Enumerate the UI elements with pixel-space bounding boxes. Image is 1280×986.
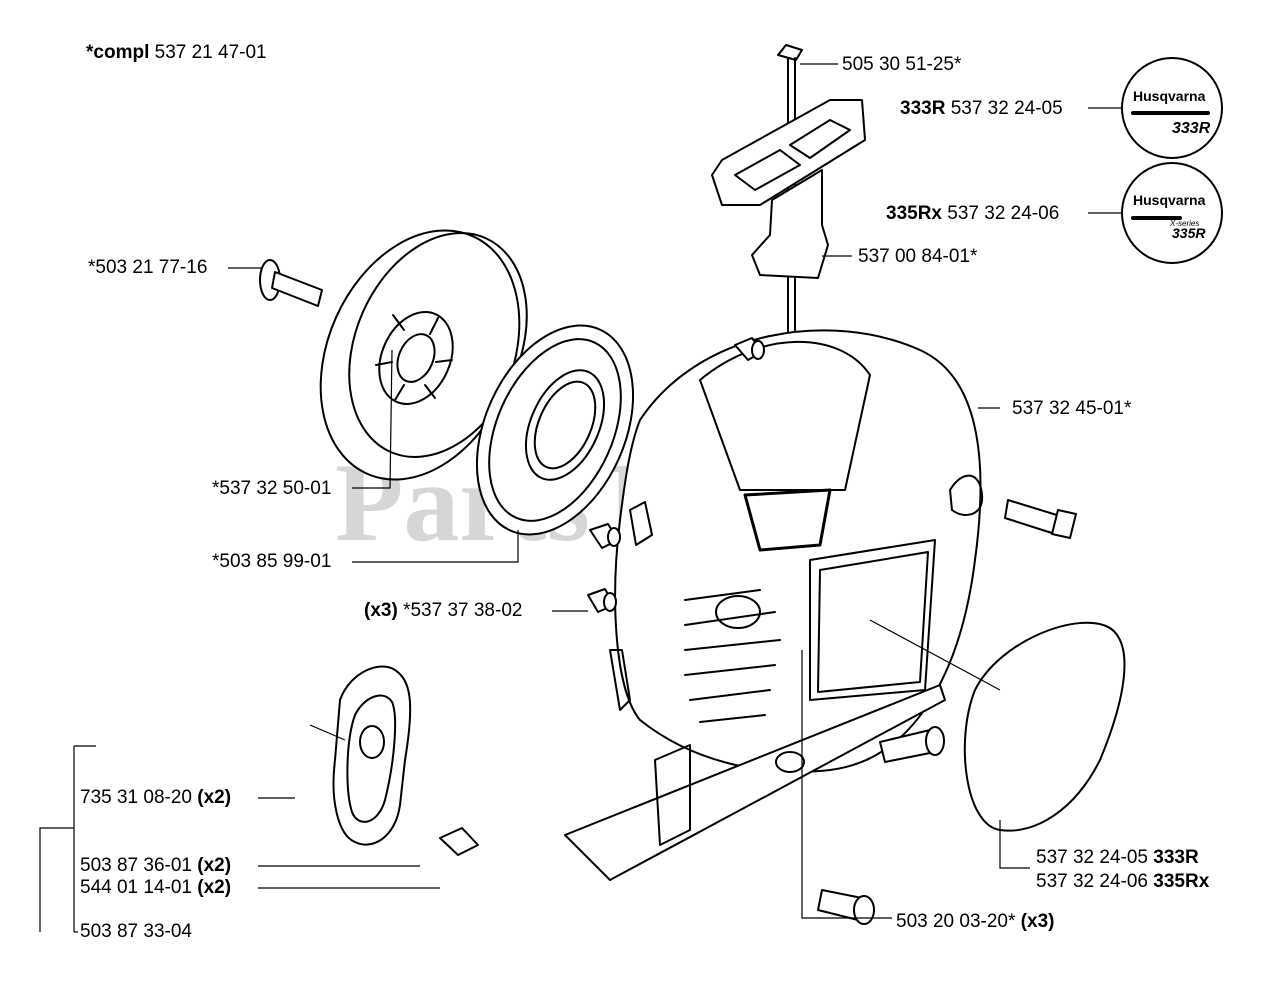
label-735-31-08: 735 31 08-20 (x2) (80, 787, 231, 809)
label-537-32-24-05: 537 32 24-05 333R (1036, 847, 1199, 869)
decal-335r-series: X-series (1169, 219, 1199, 228)
screw-bottom-2 (817, 889, 875, 925)
label-decal-333r-model: 333R (900, 98, 946, 119)
label-505-30-51: 505 30 51-25* (842, 54, 962, 75)
bushing-lower (587, 588, 617, 613)
label-decal-335rx: 335Rx 537 32 24-06 (886, 203, 1059, 225)
bushing-left-housing (629, 501, 653, 546)
header-assembly-label: *compl 537 21 47-01 (86, 42, 267, 64)
label-537-37-38-part: *537 37 38-02 (403, 600, 523, 621)
label-537-32-24-05-part: 537 32 24-05 (1036, 847, 1148, 868)
label-537-32-24-05-model: 333R (1153, 847, 1199, 868)
pawl-cover (332, 665, 479, 856)
screw-right-housing (1004, 499, 1077, 539)
label-544-01-14: 544 01 14-01 (x2) (80, 877, 231, 899)
label-decal-333r-part: 537 32 24-05 (950, 98, 1063, 119)
decal-333r-model: 333R (1172, 120, 1211, 137)
label-503-87-36: 503 87 36-01 (x2) (80, 855, 231, 877)
label-537-32-24-06: 537 32 24-06 335Rx (1036, 871, 1209, 893)
label-544-01-14-qty: (x2) (197, 877, 232, 898)
label-503-87-36-part: 503 87 36-01 (80, 855, 192, 876)
label-503-85-99: *503 85 99-01 (212, 551, 332, 572)
label-537-32-45: 537 32 45-01* (1012, 398, 1132, 419)
filter-pad (963, 621, 1126, 832)
label-decal-335rx-part: 537 32 24-06 (947, 203, 1060, 224)
screw-503-21-77 (259, 259, 323, 307)
leader-lines (39, 63, 1122, 933)
label-503-20-03: 503 20 03-20* (x3) (896, 911, 1054, 933)
label-537-37-38-qty: (x3) (364, 600, 398, 621)
label-735-31-08-part: 735 31 08-20 (80, 787, 192, 808)
decal-333r: Husqvarna 333R (1121, 57, 1223, 159)
starter-handle (711, 44, 866, 341)
label-decal-333r: 333R 537 32 24-05 (900, 98, 1063, 120)
label-503-20-03-qty: (x3) (1020, 911, 1055, 932)
decal-335r: Husqvarna X-series 335R (1121, 162, 1223, 264)
decal-335r-brand: Husqvarna (1133, 192, 1206, 208)
header-prefix: *compl (86, 42, 150, 63)
label-537-32-24-06-part: 537 32 24-06 (1036, 871, 1148, 892)
label-537-32-24-06-model: 335Rx (1153, 871, 1210, 892)
starter-housing (564, 329, 984, 881)
label-537-37-38: (x3) *537 37 38-02 (364, 600, 522, 622)
label-735-31-08-qty: (x2) (197, 787, 232, 808)
recoil-spring (475, 324, 635, 536)
label-503-87-36-qty: (x2) (197, 855, 232, 876)
bushing-top (734, 337, 765, 361)
screw-bottom-1 (879, 726, 945, 763)
label-503-21-77: *503 21 77-16 (88, 257, 208, 278)
label-537-32-50: *537 32 50-01 (212, 478, 332, 499)
label-537-00-84: 537 00 84-01* (858, 246, 978, 267)
decal-335r-model: 335R (1172, 225, 1206, 241)
bushing-middle (589, 523, 621, 549)
label-503-20-03-part: 503 20 03-20* (896, 911, 1016, 932)
label-decal-335rx-model: 335Rx (886, 203, 942, 224)
label-544-01-14-part: 544 01 14-01 (80, 877, 192, 898)
decal-333r-brand: Husqvarna (1133, 88, 1206, 104)
label-503-87-33: 503 87 33-04 (80, 921, 192, 942)
header-part: 537 21 47-01 (154, 42, 267, 63)
